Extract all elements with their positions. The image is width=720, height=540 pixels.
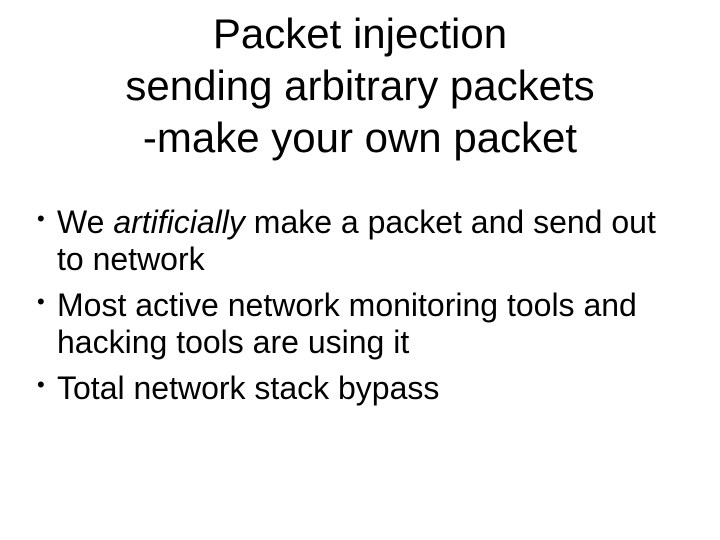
bullet-1-segment-normal: make a packet and send out to network: [57, 204, 656, 277]
bullet-icon: •: [37, 289, 45, 314]
bullet-item-2: • Most active network monitoring tools a…: [37, 287, 680, 361]
title-line-1: Packet injection: [212, 10, 508, 57]
bullet-text-2: Most active network monitoring tools and…: [57, 287, 680, 361]
bullet-3-segment-normal: Total network stack bypass: [57, 370, 440, 406]
bullet-2-segment-normal: Most active network monitoring tools and…: [57, 287, 637, 360]
slide-body: • We artificially make a packet and send…: [37, 204, 680, 407]
bullet-text-1: We artificially make a packet and send o…: [57, 204, 680, 278]
bullet-1-segment-normal: We: [57, 204, 114, 240]
bullet-item-3: • Total network stack bypass: [37, 370, 680, 407]
bullet-icon: •: [37, 372, 45, 397]
bullet-text-3: Total network stack bypass: [57, 370, 680, 407]
title-line-3: -make your own packet: [142, 114, 578, 161]
bullet-item-1: • We artificially make a packet and send…: [37, 204, 680, 278]
bullet-list: • We artificially make a packet and send…: [37, 204, 680, 407]
bullet-icon: •: [37, 206, 45, 231]
bullet-1-segment-italic: artificially: [113, 204, 245, 240]
slide-title: Packet injection sending arbitrary packe…: [30, 8, 690, 164]
title-line-2: sending arbitrary packets: [125, 62, 595, 109]
